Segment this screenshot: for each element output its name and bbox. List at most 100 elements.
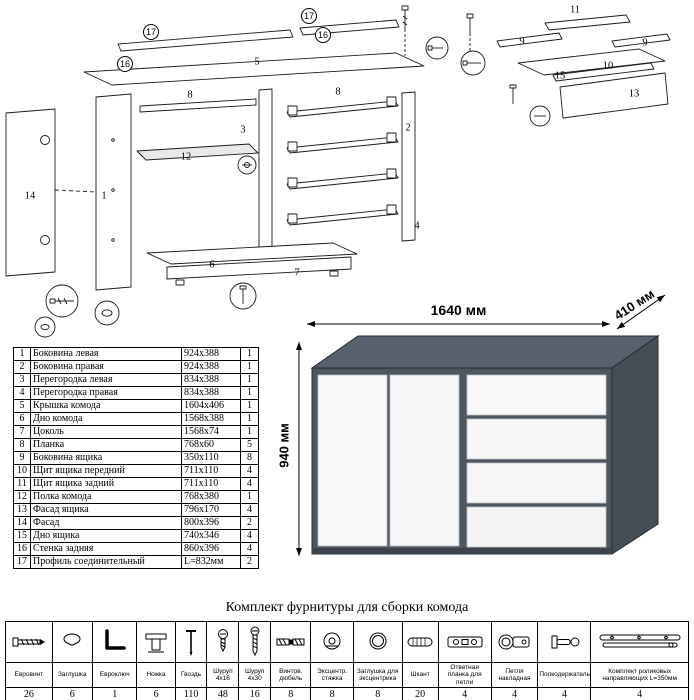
dresser-plinth	[312, 548, 612, 554]
hardware-item-qty: 110	[174, 687, 208, 700]
part-name: Дно ящика	[30, 529, 182, 543]
wood-dowel-icon	[401, 621, 439, 663]
hardware-item-name: Ответная планка для петли	[437, 661, 492, 689]
hardware-item-qty: 4	[590, 687, 689, 700]
part-name: Боковина ящика	[30, 451, 182, 465]
hardware-item-qty: 48	[206, 687, 240, 700]
part-number: 2	[13, 360, 31, 374]
hardware-item-qty: 6	[51, 687, 93, 700]
hardware-item-name: Шкант	[401, 661, 439, 689]
part-qty: 4	[240, 464, 259, 478]
screw-30-icon	[238, 621, 272, 663]
part-qty: 4	[240, 542, 259, 556]
part-qty: 1	[240, 347, 259, 361]
dresser-drawer-2	[466, 418, 607, 460]
part-size: 1568x74	[181, 425, 241, 439]
hardware-item-name: Шуруп 4x16	[206, 661, 240, 689]
slide-icon	[590, 621, 689, 663]
hardware-item-name: Заглушка	[51, 661, 93, 689]
part-qty: 5	[240, 438, 259, 452]
hardware-item-qty: 8	[270, 687, 312, 700]
part-number: 3	[13, 373, 31, 387]
hinge-plate-icon	[437, 621, 492, 663]
width-dimension-line	[307, 321, 610, 327]
part-number: 7	[13, 425, 31, 439]
hardware-item-qty: 4	[490, 687, 539, 700]
part-number: 14	[13, 516, 31, 530]
hardware-item-qty: 16	[238, 687, 272, 700]
dowel-screw-icon	[270, 621, 312, 663]
hardware-item-qty: 26	[5, 687, 53, 700]
part-qty: 1	[240, 360, 259, 374]
part-name: Дно комода	[30, 412, 182, 426]
part-qty: 1	[240, 399, 259, 413]
part-size: 768x380	[181, 490, 241, 504]
part-number: 6	[13, 412, 31, 426]
hardware-kit-title: Комплект фурнитуры для сборки комода	[225, 600, 469, 615]
screw-16-icon	[206, 621, 240, 663]
hardware-table-row	[5, 621, 689, 663]
hardware-item-qty: 1	[91, 687, 138, 700]
part-size: 768x60	[181, 438, 241, 452]
dresser-top-face	[310, 335, 660, 369]
hardware-item-name: Ножка	[136, 661, 176, 689]
cam-cap-icon	[352, 621, 403, 663]
part-name: Перегородка левая	[30, 373, 182, 387]
leg-icon	[136, 621, 176, 663]
hardware-item-name: Эксцентр. стяжка	[310, 661, 354, 689]
part-size: 924x388	[181, 347, 241, 361]
euroscrew-icon	[5, 621, 53, 663]
part-qty: 1	[240, 490, 259, 504]
part-size: 711x110	[181, 464, 241, 478]
hardware-item-qty: 8	[352, 687, 403, 700]
part-qty: 1	[240, 373, 259, 387]
dresser-drawer-1	[466, 374, 607, 416]
part-number: 16	[13, 542, 31, 556]
hexkey-icon	[91, 621, 138, 663]
part-name: Цоколь	[30, 425, 182, 439]
part-size: 740x346	[181, 529, 241, 543]
part-size: 1604x406	[181, 399, 241, 413]
shelf-support-icon	[537, 621, 592, 663]
height-dimension-line	[296, 342, 302, 556]
hardware-item-qty: 6	[136, 687, 176, 700]
hardware-item-name: Заглушка для эксцентрика	[352, 661, 403, 689]
part-size: 796x170	[181, 503, 241, 517]
dresser-side-face	[611, 335, 659, 555]
dresser-drawer-3	[466, 462, 607, 504]
dresser-3d-render	[296, 294, 666, 556]
part-name: Перегородка правая	[30, 386, 182, 400]
part-number: 9	[13, 451, 31, 465]
hardware-item-qty: 8	[310, 687, 354, 700]
dresser-drawer-4	[466, 506, 607, 548]
part-number: 17	[13, 555, 31, 569]
part-qty: 4	[240, 529, 259, 543]
cap-icon	[51, 621, 93, 663]
hardware-item-name: Евровинт	[5, 661, 53, 689]
exploded-view-diagram	[5, 5, 671, 338]
part-number: 8	[13, 438, 31, 452]
part-name: Боковина левая	[30, 347, 182, 361]
part-number: 15	[13, 529, 31, 543]
dresser-door-left	[317, 374, 388, 547]
hardware-item-qty: 4	[437, 687, 492, 700]
part-number: 11	[13, 477, 31, 491]
hardware-item-name: Евроключ	[91, 661, 138, 689]
part-qty: 4	[240, 477, 259, 491]
part-size: 711x110	[181, 477, 241, 491]
dresser-door-right	[389, 374, 460, 547]
